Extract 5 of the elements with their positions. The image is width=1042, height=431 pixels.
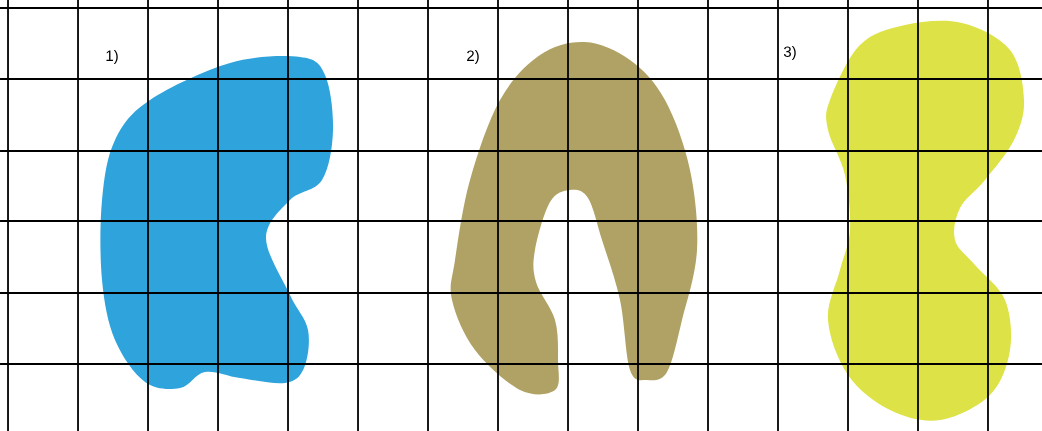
blob-shape <box>826 20 1025 421</box>
blob-shape <box>450 41 698 395</box>
shape-number: 2) <box>467 50 479 64</box>
shape-number: 3) <box>783 46 796 60</box>
shape-number: 1) <box>106 50 118 64</box>
